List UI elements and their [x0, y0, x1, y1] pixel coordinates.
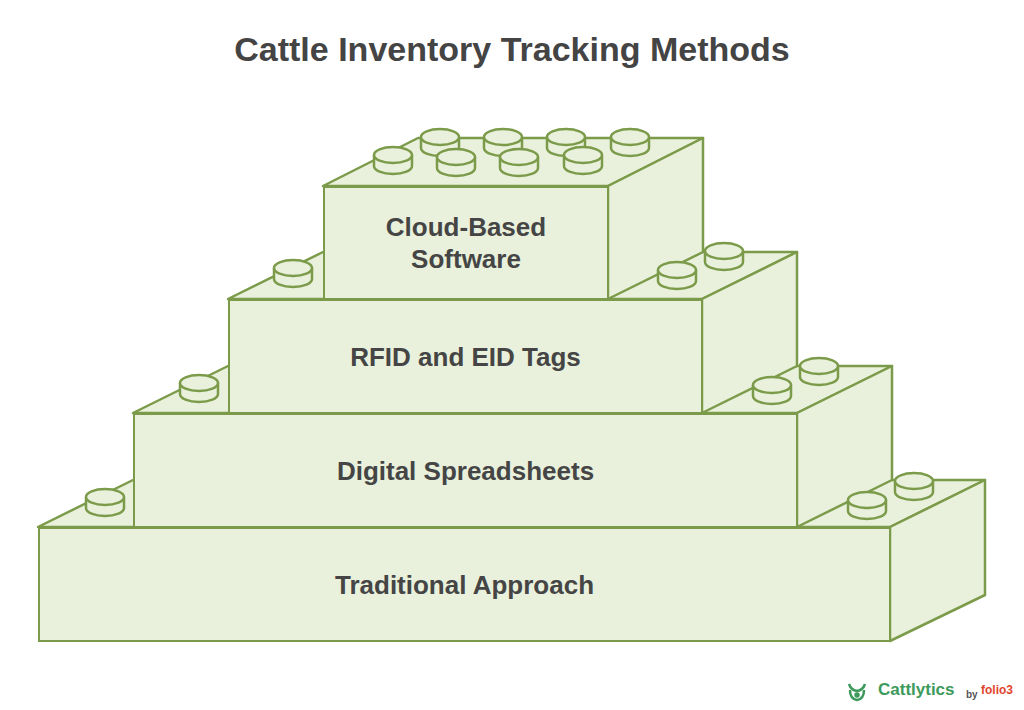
logo-text: folio3 [981, 683, 1013, 697]
brick-side-face [608, 138, 703, 299]
brick-block: RFID and EID Tags [228, 299, 703, 414]
diagram-title: Cattle Inventory Tracking Methods [0, 30, 1024, 69]
brick-block: Cloud-Based Software [323, 186, 609, 300]
brick-side-face [890, 480, 985, 641]
brick-side-face [797, 366, 892, 527]
block-label: Cloud-Based Software [366, 211, 566, 275]
brick-side-face [702, 252, 797, 413]
logo-text: Cattlytics [878, 680, 955, 700]
brick-block: Traditional Approach [38, 527, 891, 642]
logo-icon [849, 684, 865, 700]
logo-text: by [966, 689, 978, 700]
block-label: RFID and EID Tags [350, 341, 581, 373]
block-label: Digital Spreadsheets [337, 455, 594, 487]
block-label: Traditional Approach [335, 569, 594, 601]
brick-block: Digital Spreadsheets [133, 413, 798, 528]
